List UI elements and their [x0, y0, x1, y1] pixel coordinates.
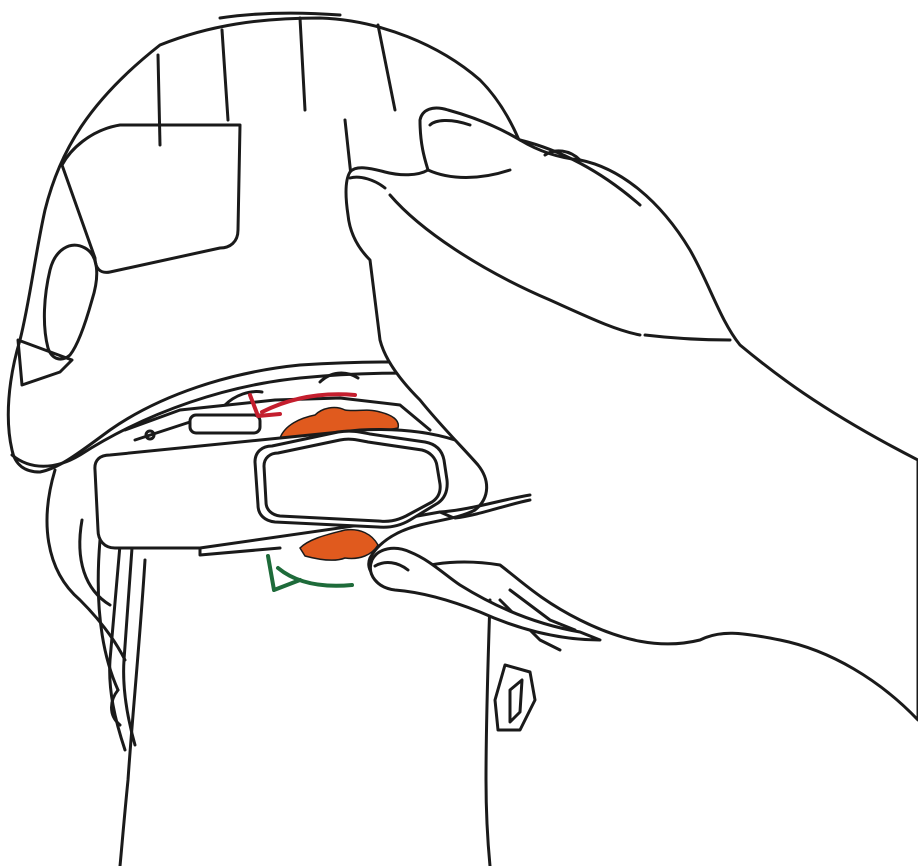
harness-slot [190, 415, 260, 433]
adjustment-wheel-bottom[interactable] [300, 530, 378, 561]
upper-hand [346, 108, 918, 720]
wheel-bottom [300, 530, 378, 561]
tighten-arrow [268, 556, 352, 590]
